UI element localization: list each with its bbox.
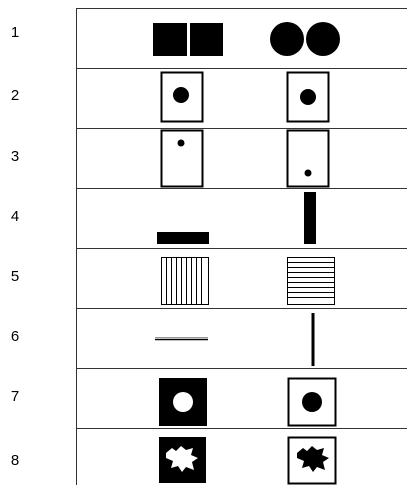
grid-lines bbox=[76, 8, 407, 485]
row4-right-vertical-bar bbox=[304, 192, 316, 244]
row3-right-dot bbox=[305, 170, 312, 177]
row7-left-white-disc bbox=[173, 392, 193, 412]
row6-left-horizontal-line bbox=[155, 338, 208, 340]
row4-left-horizontal-bar bbox=[157, 232, 209, 244]
row7-right-black-disc bbox=[302, 392, 322, 412]
row5-left-vertical-grating bbox=[162, 258, 209, 305]
row3-left-frame bbox=[162, 131, 203, 187]
row1-left-square-a bbox=[153, 23, 187, 56]
row2-left-dot bbox=[173, 87, 189, 103]
row1-right-circle-b bbox=[306, 22, 340, 56]
row1-right-circle-a bbox=[270, 22, 304, 56]
row1-left-square-b bbox=[190, 23, 223, 56]
row5-right-horizontal-grating bbox=[288, 258, 335, 305]
row2-right-dot bbox=[300, 89, 316, 105]
row3-right-frame bbox=[288, 131, 329, 187]
row3-left-dot bbox=[178, 140, 185, 147]
